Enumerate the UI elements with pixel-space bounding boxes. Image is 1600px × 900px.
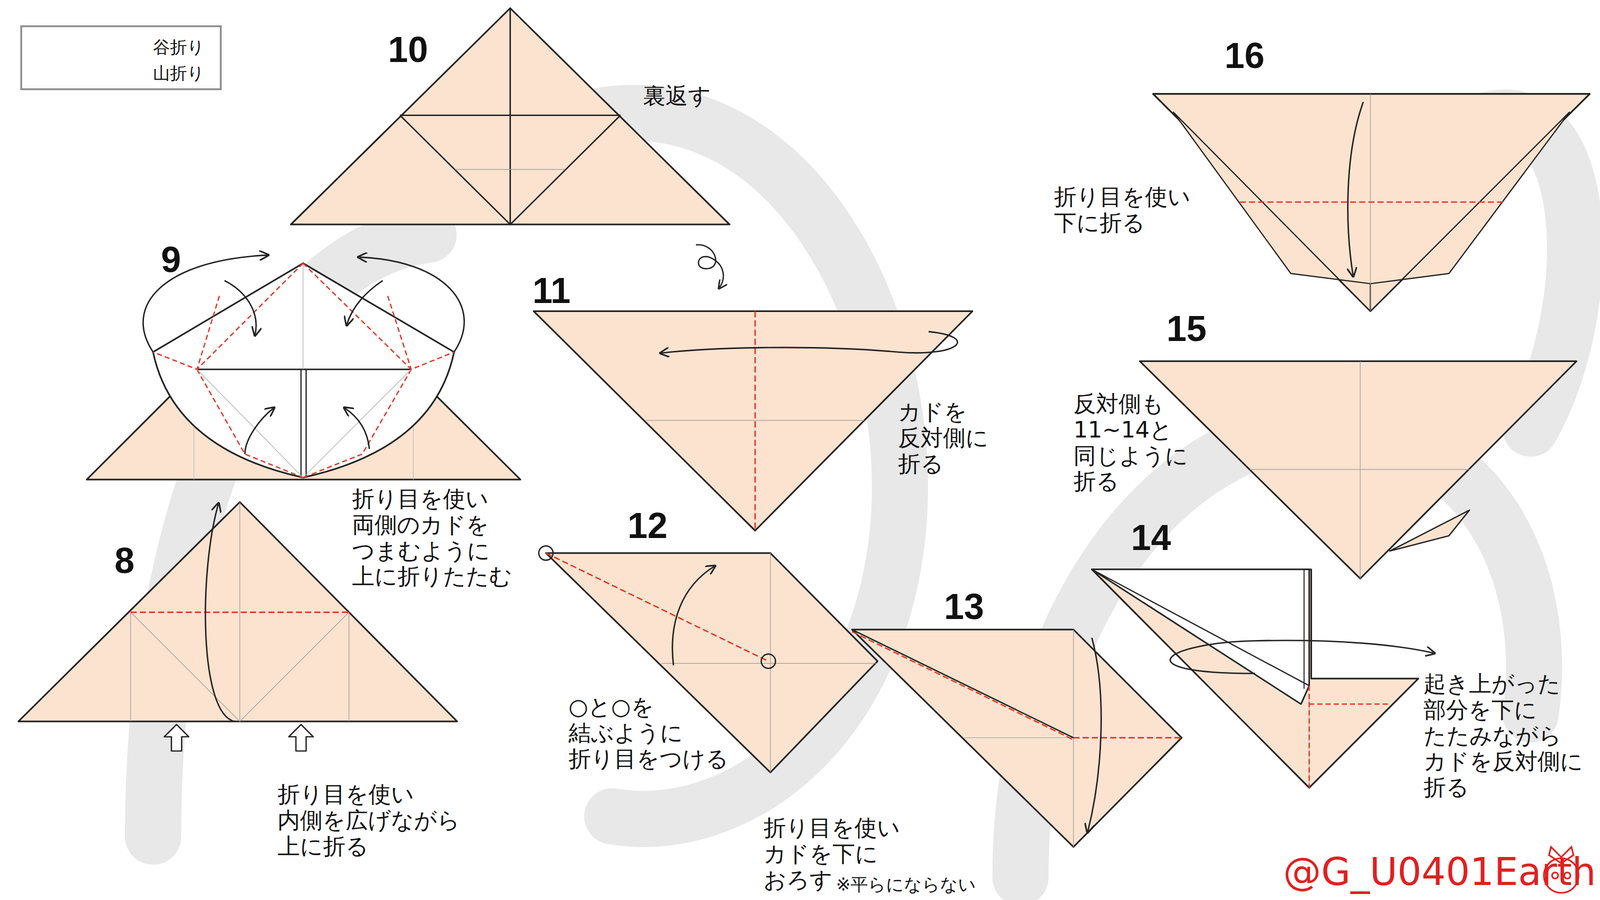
- step-number: 10: [388, 29, 428, 71]
- instruction-text: カドを 反対側に 折る: [898, 399, 989, 477]
- instruction-text: ※平らにならない: [836, 874, 976, 895]
- step-number: 13: [944, 586, 984, 628]
- legend-box: 谷折り山折り: [20, 25, 222, 90]
- step-number: 16: [1224, 35, 1265, 77]
- instruction-text: 裏返す: [643, 83, 711, 109]
- author-credit: @G_U0401Earth: [1283, 850, 1596, 894]
- instruction-text: 反対側も 11~14と 同じように 折る: [1073, 391, 1188, 495]
- instruction-text: 折り目を使い 下に折る: [1054, 184, 1191, 236]
- instruction-text: ○と○を 結ぶように 折り目をつける: [568, 694, 729, 772]
- step-number: 12: [627, 505, 668, 547]
- legend-text: 谷折り: [153, 36, 205, 59]
- instruction-text: 起き上がった 部分を下に たたみながら カドを反対側に 折る: [1423, 671, 1583, 801]
- instruction-text: 折り目を使い 両側のカドを つまむように 上に折りたたむ: [352, 486, 512, 590]
- instruction-text: 折り目を使い 内側を広げながら 上に折る: [277, 781, 460, 859]
- step-number: 15: [1166, 308, 1207, 350]
- step-number: 11: [532, 270, 571, 312]
- legend-text: 山折り: [153, 62, 205, 85]
- step-number: 14: [1131, 517, 1171, 559]
- step-number: 8: [114, 540, 135, 582]
- step-number: 9: [161, 239, 181, 281]
